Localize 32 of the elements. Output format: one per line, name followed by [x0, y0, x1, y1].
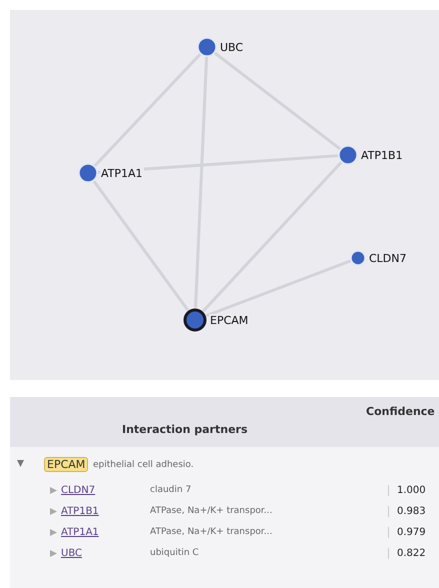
protein-label: CLDN7	[368, 252, 408, 264]
column-header: Confidence	[366, 405, 435, 418]
confidence-score: 0.983	[388, 506, 426, 517]
protein-label: EPCAM	[209, 314, 250, 326]
description-text: ATPase, Na+/K+ transpor...	[150, 506, 272, 516]
protein-node	[78, 163, 144, 183]
protein-label: UBC	[219, 40, 244, 54]
column-header: Interaction partners	[122, 423, 248, 436]
description-text: claudin 7	[150, 485, 192, 495]
interaction-line	[194, 56, 208, 308]
protein-link: ATP1A1	[61, 527, 99, 538]
interaction-line	[214, 52, 341, 150]
protein-node	[183, 308, 250, 332]
protein-label: ATP1A1	[100, 166, 144, 180]
protein-label: ATP1B1	[360, 148, 404, 162]
protein-tag: EPCAM	[44, 457, 88, 472]
interaction-line	[92, 180, 190, 312]
interaction-line	[202, 161, 342, 312]
protein-node	[197, 37, 244, 57]
description-text: epithelial cell adhesio.	[93, 460, 194, 470]
interaction-line	[94, 53, 202, 167]
protein-node	[350, 250, 408, 266]
protein-link: ATP1B1	[61, 506, 99, 517]
confidence-score: 0.979	[388, 527, 426, 538]
description-text: ubiquitin C	[150, 548, 199, 558]
interaction-line	[206, 259, 352, 318]
description-text: ATPase, Na+/K+ transpor...	[150, 527, 272, 537]
confidence-score: 1.000	[388, 485, 426, 496]
protein-node	[338, 145, 404, 165]
confidence-score: 0.822	[388, 548, 426, 559]
protein-link: UBC	[61, 548, 82, 559]
protein-link: CLDN7	[61, 485, 96, 496]
